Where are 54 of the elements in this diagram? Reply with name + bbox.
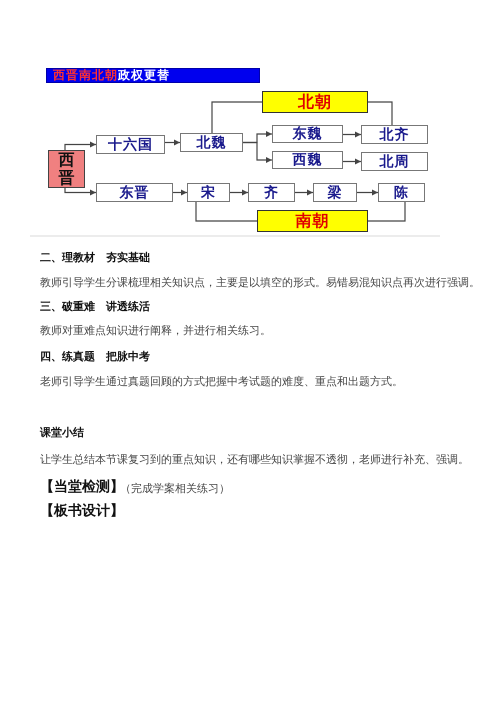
body-text: 让学生总结本节课复习到的重点知识，还有哪些知识掌握不透彻，老师进行补充、强调。 <box>40 452 469 467</box>
dynasty-box <box>361 125 428 144</box>
dynasty-group-box <box>257 210 368 232</box>
arrow <box>295 190 313 196</box>
node-label: 北魏 <box>196 134 226 152</box>
connector-line <box>368 101 393 125</box>
title-banner <box>46 68 260 83</box>
node-label: 西晋 <box>58 151 74 187</box>
connector-line <box>195 202 257 222</box>
connector-line <box>211 101 262 133</box>
connector-line <box>368 202 406 222</box>
body-text: 老师引导学生通过真题回顾的方式把握中考试题的难度、重点和出题方式。 <box>40 374 403 389</box>
arrow <box>343 158 361 164</box>
arrow <box>64 142 96 150</box>
dynasty-box <box>248 183 295 202</box>
dynasty-box <box>361 152 428 171</box>
body-text: 教师引导学生分课梳理相关知识点，主要是以填空的形式。易错易混知识点再次进行强调。 <box>40 275 480 290</box>
node-label: 宋 <box>201 184 216 202</box>
body-text: 教师对重难点知识进行阐释，并进行相关练习。 <box>40 323 271 338</box>
dynasty-group-box <box>262 91 368 113</box>
arrow <box>230 190 248 196</box>
arrow <box>173 190 187 196</box>
node-label: 南朝 <box>296 210 330 232</box>
node-label: 梁 <box>328 184 342 202</box>
node-label: 东晋 <box>120 184 150 202</box>
arrow <box>165 140 180 146</box>
node-label: 北齐 <box>380 126 410 144</box>
dynasty-box <box>187 183 230 202</box>
arrow <box>357 190 378 196</box>
dynasty-box <box>96 135 165 154</box>
node-label: 齐 <box>264 184 279 202</box>
section-heading: 【板书设计】 <box>40 502 124 520</box>
section-heading: 四、练真题 把脉中考 <box>40 349 150 364</box>
section-heading: 课堂小结 <box>40 425 84 440</box>
dynasty-box <box>313 183 357 202</box>
node-label: 东魏 <box>292 125 322 143</box>
section-heading: 三、破重难 讲透练活 <box>40 299 150 314</box>
title-text: 西晋南北朝 <box>53 67 118 84</box>
dynasty-box <box>272 151 343 169</box>
dynasty-box <box>378 183 425 202</box>
dynasty-box <box>272 125 343 143</box>
node-label: 西魏 <box>292 151 322 169</box>
node-label: 陈 <box>394 184 409 202</box>
node-label: 北朝 <box>298 92 332 112</box>
dynasty-box <box>180 133 243 152</box>
dynasty-box <box>96 183 173 202</box>
section-heading: 二、理教材 夯实基础 <box>40 250 150 265</box>
origin-box <box>48 150 85 188</box>
arrow <box>243 142 272 163</box>
node-label: 北周 <box>380 152 410 170</box>
arrow <box>343 132 361 138</box>
title-text: 政权更替 <box>118 67 170 84</box>
arrow <box>64 188 96 196</box>
node-label: 十六国 <box>108 136 153 154</box>
